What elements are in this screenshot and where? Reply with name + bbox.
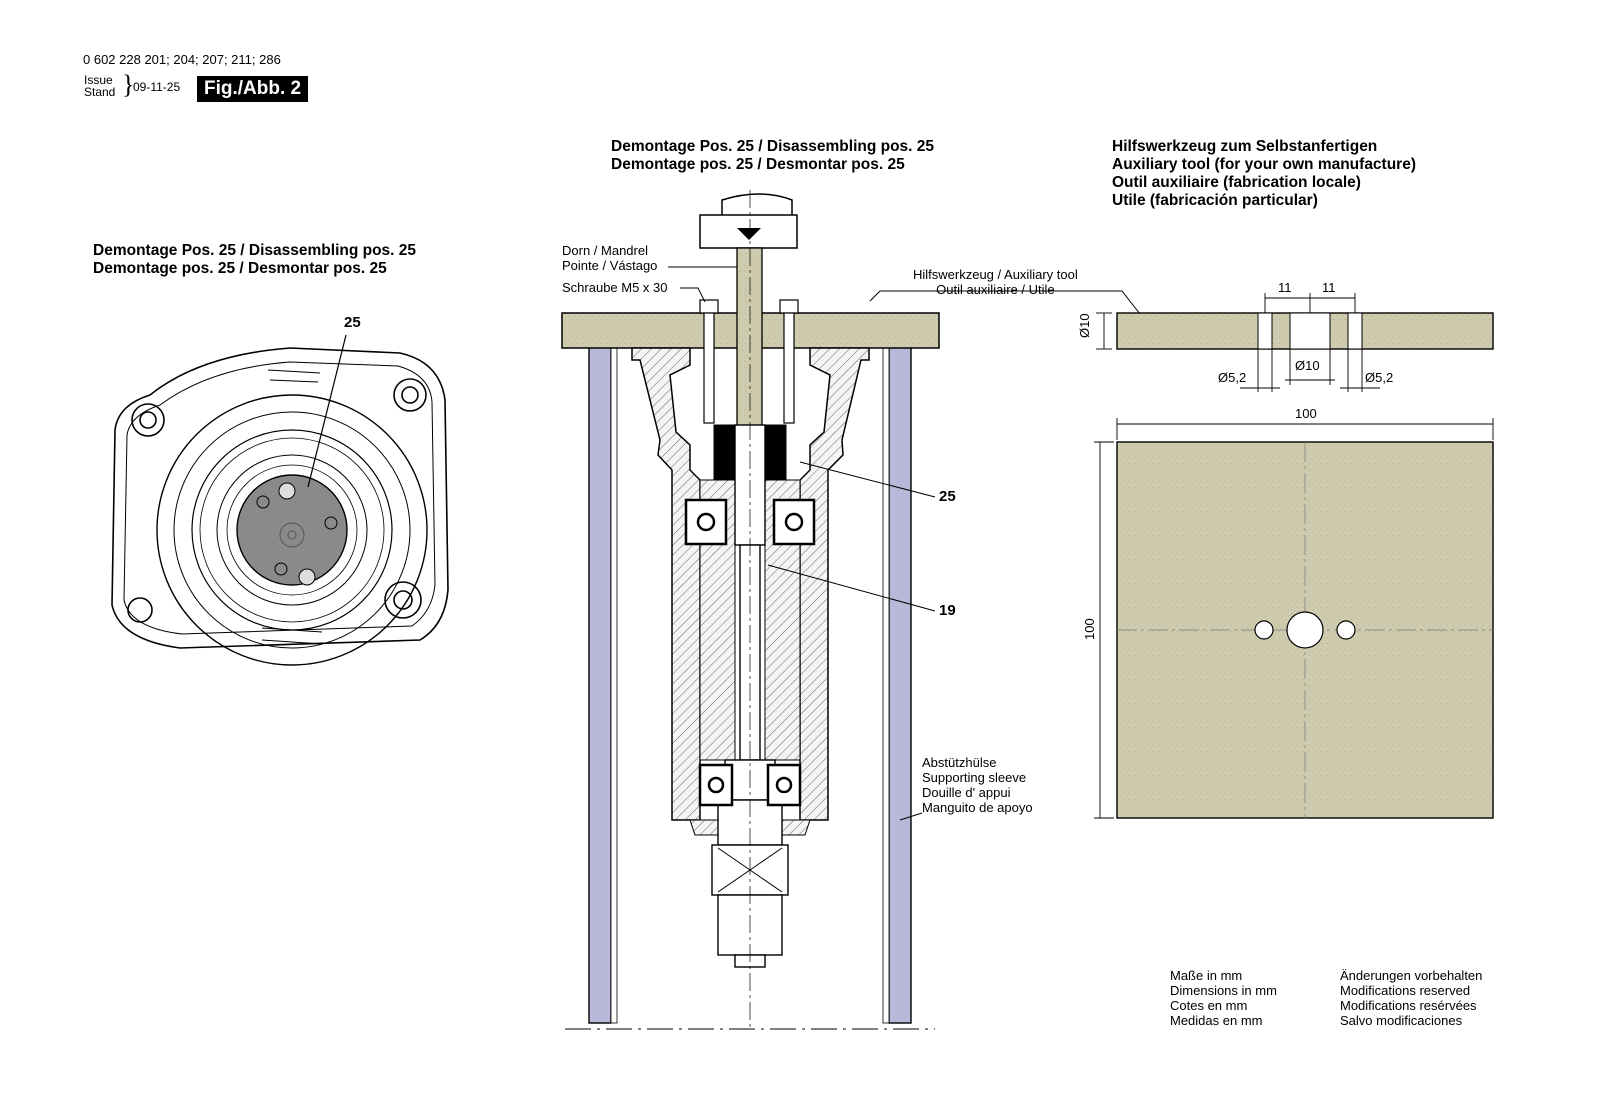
callout-leader-25-left	[307, 334, 347, 488]
modifications-note: Änderungen vorbehalten Modifications res…	[1340, 968, 1482, 1028]
sleeve-label: Abstützhülse Supporting sleeve Douille d…	[922, 755, 1033, 815]
middle-view-title: Demontage Pos. 25 / Disassembling pos. 2…	[611, 138, 934, 174]
tool-dimension-lines	[1094, 293, 1494, 819]
mods-line3: Modifications resérvées	[1340, 998, 1477, 1013]
bearing-pos-25	[684, 424, 816, 546]
dim-thickness: Ø10	[1077, 313, 1092, 338]
units-line4: Medidas en mm	[1170, 1013, 1263, 1028]
mandrel-label-line1: Dorn / Mandrel	[562, 243, 648, 258]
left-title-line2: Demontage pos. 25 / Desmontar pos. 25	[93, 260, 387, 277]
aux-tool-label-line2: Outil auxiliaire / Utile	[936, 282, 1055, 297]
stand-label: Stand	[84, 85, 116, 99]
right-title-line2: Auxiliary tool (for your own manufacture…	[1112, 156, 1416, 173]
sleeve-label-line4: Manguito de apoyo	[922, 800, 1033, 815]
mods-line4: Salvo modificaciones	[1340, 1013, 1463, 1028]
units-line1: Maße in mm	[1170, 968, 1243, 983]
lower-bearing	[698, 763, 802, 807]
part-numbers: 0 602 228 201; 204; 207; 211; 286	[83, 52, 281, 67]
screw-label: Schraube M5 x 30	[562, 280, 668, 295]
tool-plan-view	[1116, 441, 1494, 819]
mods-line1: Änderungen vorbehalten	[1340, 968, 1483, 983]
dim-hole-right: Ø5,2	[1365, 370, 1394, 385]
right-title-line4: Utile (fabricación particular)	[1112, 192, 1318, 209]
mandrel-label-line2: Pointe / Vástago	[562, 258, 658, 273]
tool-side-view	[1116, 312, 1494, 350]
brace-glyph: }	[122, 70, 135, 99]
callout-19: 19	[939, 602, 956, 619]
right-title-line3: Outil auxiliaire (fabrication locale)	[1112, 174, 1361, 191]
issue-label: Issue	[84, 73, 113, 87]
mods-line2: Modifications reserved	[1340, 983, 1471, 998]
middle-leaders	[668, 266, 1141, 821]
aux-tool-label-line1: Hilfswerkzeug / Auxiliary tool	[913, 267, 1078, 282]
screws-m5	[699, 299, 799, 424]
dim-width: 100	[1295, 406, 1317, 421]
issue-date: 09-11-25	[133, 80, 181, 94]
dim-11-right: 11	[1322, 280, 1336, 295]
mandrel	[736, 247, 763, 427]
middle-title-line2: Demontage pos. 25 / Desmontar pos. 25	[611, 156, 905, 173]
dim-height: 100	[1082, 618, 1097, 640]
units-line3: Cotes en mm	[1170, 998, 1248, 1013]
left-view-title: Demontage Pos. 25 / Disassembling pos. 2…	[93, 242, 416, 278]
middle-title-line1: Demontage Pos. 25 / Disassembling pos. 2…	[611, 138, 935, 155]
callout-25-left: 25	[344, 314, 361, 331]
right-title-line1: Hilfswerkzeug zum Selbstanfertigen	[1112, 138, 1378, 155]
bearing-disc-pos-25	[236, 334, 348, 586]
dim-hole-left: Ø5,2	[1218, 370, 1247, 385]
left-title-line1: Demontage Pos. 25 / Disassembling pos. 2…	[93, 242, 417, 259]
sleeve-label-line2: Supporting sleeve	[922, 770, 1027, 785]
figure-label: Fig./Abb. 2	[197, 76, 309, 102]
dim-11-left: 11	[1278, 280, 1292, 295]
units-line2: Dimensions in mm	[1170, 983, 1277, 998]
units-note: Maße in mm Dimensions in mm Cotes en mm …	[1170, 968, 1277, 1028]
press-ram	[699, 193, 798, 249]
right-view-title: Hilfswerkzeug zum Selbstanfertigen Auxil…	[1112, 138, 1416, 210]
issue-stand-label: Issue Stand	[84, 74, 115, 98]
callout-25-middle: 25	[939, 488, 956, 505]
sleeve-label-line1: Abstützhülse	[922, 755, 997, 770]
aux-tool-label: Hilfswerkzeug / Auxiliary tool Outil aux…	[913, 267, 1078, 297]
mandrel-label: Dorn / Mandrel Pointe / Vástago	[562, 243, 657, 273]
sleeve-label-line3: Douille d' appui	[922, 785, 1011, 800]
dim-hole-center: Ø10	[1295, 358, 1320, 373]
